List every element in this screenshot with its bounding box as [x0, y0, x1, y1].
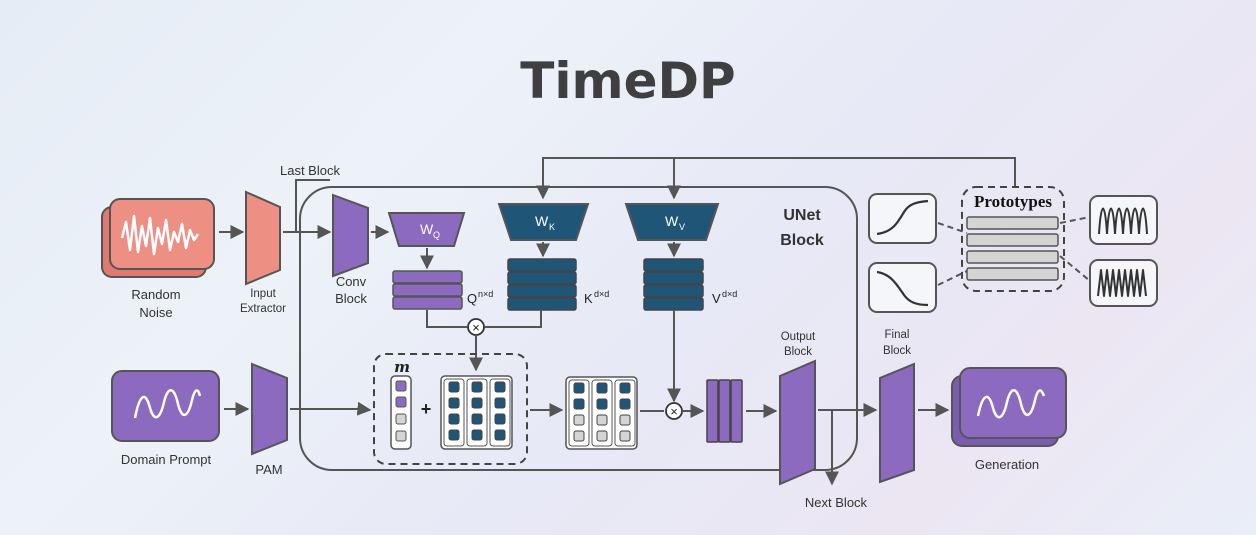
k-sup: d×d: [594, 289, 609, 299]
domain-prompt-icon: [111, 370, 220, 442]
domain-prompt-label: Domain Prompt: [121, 452, 212, 467]
wk-label: W: [535, 213, 549, 229]
mask-group-frame: [373, 353, 528, 465]
q-to-mult-line: [426, 310, 467, 328]
proto-to-wk-line: [536, 157, 1016, 200]
output-block-label-1: Output: [781, 331, 816, 343]
final-block-label-2: Block: [883, 345, 911, 357]
arrow-pam-mask: [290, 401, 372, 416]
unet-block-frame: [299, 186, 858, 471]
input-extractor-shape: [245, 190, 281, 286]
generation-label: Generation: [975, 457, 1039, 472]
output-block-shape: [779, 359, 816, 486]
multiply-v-symbol: ×: [670, 404, 678, 419]
generation-icon: [951, 367, 1067, 447]
attention-matrix: [440, 375, 513, 450]
diagram-title: TimeDP: [520, 52, 735, 110]
last-block-label: Last Block: [280, 163, 340, 178]
pam-label: PAM: [255, 462, 282, 477]
prototype-falling-curve-icon: [868, 262, 937, 313]
prototype-wave-icon: [1089, 195, 1158, 245]
k-matrix: [507, 258, 577, 311]
wq-label: W: [420, 221, 434, 237]
v-sup: d×d: [722, 289, 737, 299]
wv-shape: [624, 203, 720, 241]
wv-label: W: [665, 213, 679, 229]
wk-sub: K: [549, 222, 555, 232]
conv-block-label-1: Conv: [336, 274, 367, 289]
conv-block-label-2: Block: [335, 291, 367, 306]
output-block-label-2: Block: [784, 346, 812, 358]
final-block-label-1: Final: [885, 329, 910, 341]
prototypes-label: Prototypes: [974, 192, 1052, 211]
conv-block-shape: [332, 193, 369, 278]
mask-m-label: m: [394, 358, 410, 376]
input-extractor-label-2: Extractor: [240, 303, 286, 315]
unet-block-label-1: UNet: [783, 207, 821, 224]
proto-link-3: [1059, 216, 1091, 224]
wq-shape: [387, 212, 466, 247]
prototype-fast-wave-icon: [1089, 259, 1158, 307]
mask-vector: [390, 375, 412, 450]
prototype-bars: [966, 216, 1059, 281]
next-block-label: Next Block: [805, 495, 868, 510]
last-block-line: [295, 179, 330, 232]
plus-symbol: +: [421, 399, 432, 419]
proto-link-1: [937, 222, 968, 234]
k-label: K: [584, 291, 593, 306]
proto-link-2: [937, 270, 968, 286]
pam-shape: [251, 362, 288, 456]
input-extractor-label-1: Input: [250, 288, 276, 300]
masked-attention-matrix: [565, 376, 638, 450]
q-matrix: [392, 270, 463, 310]
attention-output: [706, 379, 743, 443]
wk-shape: [497, 203, 590, 241]
multiply-qk-symbol: ×: [472, 320, 480, 335]
wv-sub: V: [679, 222, 685, 232]
wq-sub: Q: [433, 230, 440, 240]
v-matrix: [643, 258, 704, 311]
random-noise-icon: [101, 198, 215, 278]
v-label: V: [712, 291, 721, 306]
random-noise-label-1: Random: [131, 287, 180, 302]
k-to-mult-line: [485, 310, 542, 328]
prototypes-frame: [961, 186, 1065, 292]
q-sup: n×d: [478, 289, 493, 299]
q-label: Q: [467, 291, 477, 306]
prototype-rising-curve-icon: [868, 193, 937, 244]
proto-link-4: [1059, 255, 1091, 282]
final-block-shape: [879, 362, 915, 484]
unet-block-label-2: Block: [780, 232, 824, 249]
random-noise-label-2: Noise: [139, 305, 172, 320]
